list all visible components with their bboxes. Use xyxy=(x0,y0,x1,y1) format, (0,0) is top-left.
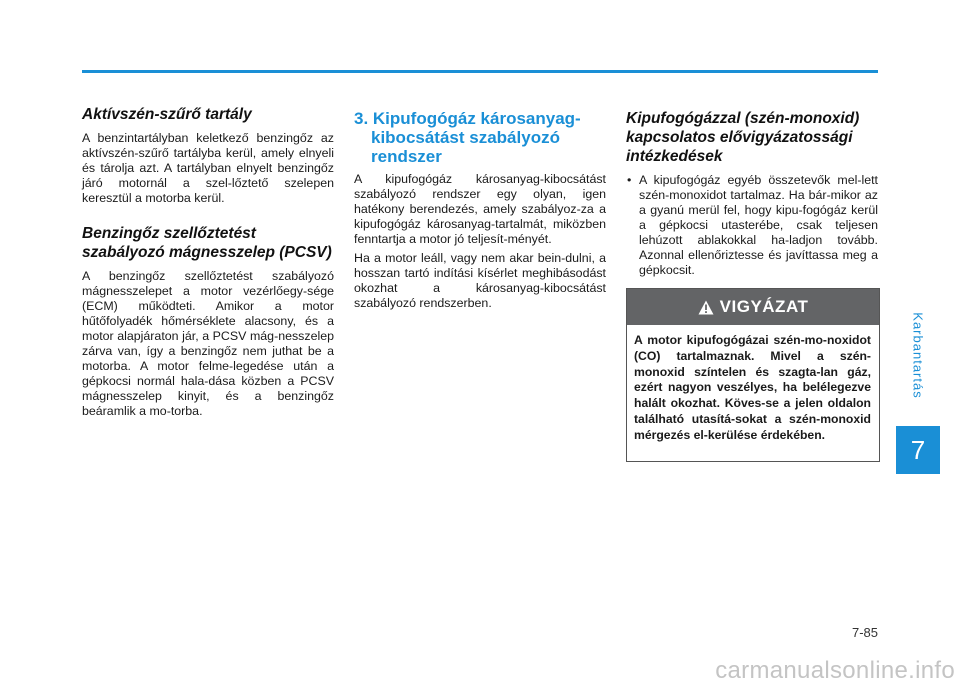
column-left: Aktívszén-szűrő tartály A benzintartályb… xyxy=(82,105,334,431)
paragraph-charcoal-canister: A benzintartályban keletkező benzingőz a… xyxy=(82,131,334,205)
paragraph-emission-intro: A kipufogógáz károsanyag-kibocsátást sza… xyxy=(354,172,606,246)
chapter-number: 7 xyxy=(910,434,926,465)
page-number: 7-85 xyxy=(851,625,878,640)
list-item: A kipufogógáz egyéb összetevők mel-lett … xyxy=(626,173,878,278)
watermark: carmanualsonline.info xyxy=(715,657,955,684)
warning-title: VIGYÁZAT xyxy=(719,297,809,316)
heading-pcsv: Benzingőz szellőztetést szabályozó mágne… xyxy=(82,225,332,261)
chapter-label: Karbantartás xyxy=(910,311,926,399)
bullet-list: A kipufogógáz egyéb összetevők mel-lett … xyxy=(626,173,878,278)
warning-header: VIGYÁZAT xyxy=(627,289,879,325)
heading-co-precautions: Kipufogógázzal (szén-monoxid) kapcsolato… xyxy=(626,110,860,165)
top-rule xyxy=(82,70,878,73)
warning-text: A motor kipufogógázai szén-mo-noxidot (C… xyxy=(634,333,871,442)
chapter-side-tab: Karbantartás xyxy=(896,275,940,435)
chapter-number-box: 7 xyxy=(896,426,940,474)
heading-emission-control: 3. Kipufogógáz károsanyag-kibocsátást sz… xyxy=(354,109,581,166)
heading-charcoal-canister: Aktívszén-szűrő tartály xyxy=(82,106,252,123)
column-middle: 3. Kipufogógáz károsanyag-kibocsátást sz… xyxy=(354,105,606,323)
paragraph-pcsv: A benzingőz szellőztetést szabályozó mág… xyxy=(82,269,334,418)
warning-box: VIGYÁZAT A motor kipufogógázai szén-mo-n… xyxy=(626,288,880,462)
paragraph-emission-failure: Ha a motor leáll, vagy nem akar bein-dul… xyxy=(354,251,606,310)
warning-triangle-icon xyxy=(698,300,714,314)
column-right: Kipufogógázzal (szén-monoxid) kapcsolato… xyxy=(626,105,878,278)
